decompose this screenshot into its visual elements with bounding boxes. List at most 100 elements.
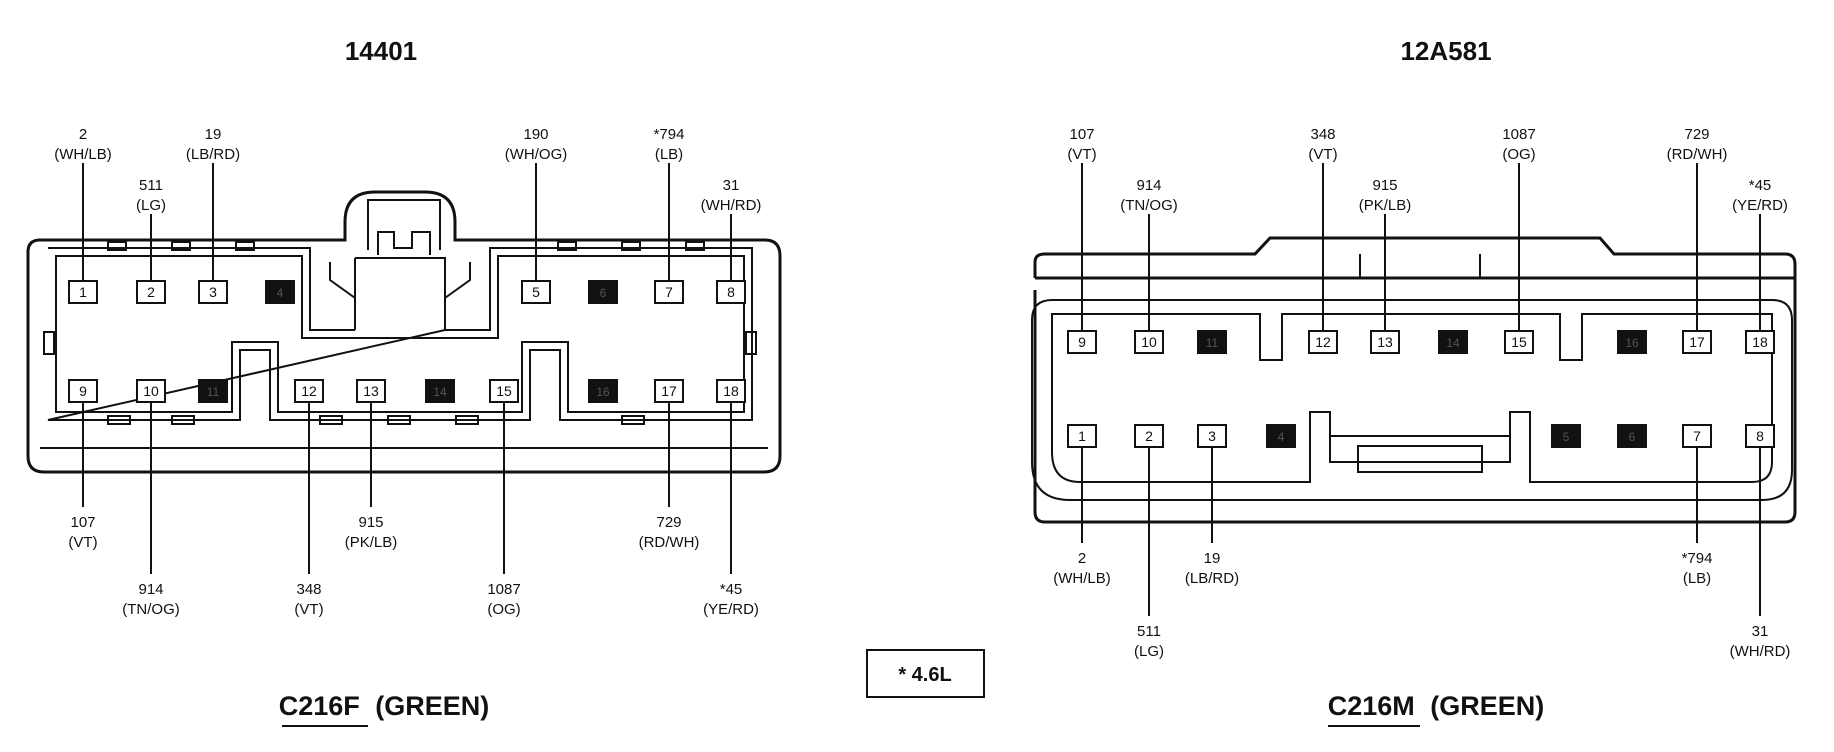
right-circuit-number: *794: [1682, 550, 1713, 567]
right-pin-6: 6: [1617, 424, 1647, 448]
right-pin-3: 3: [1197, 424, 1227, 448]
left-pin-12: 12: [294, 379, 324, 403]
right-wire-color: (WH/RD): [1730, 643, 1791, 660]
right-pin-4: 4: [1266, 424, 1296, 448]
left-connector-part-number: 14401: [345, 36, 417, 66]
right-circuit-number: 31: [1752, 623, 1769, 640]
right-pin-12: 12: [1308, 330, 1338, 354]
right-wire-color: (RD/WH): [1667, 146, 1728, 163]
right-pin-number: 7: [1693, 428, 1701, 444]
right-pin-number: 15: [1511, 334, 1527, 350]
right-circuit-number: 107: [1069, 126, 1094, 143]
left-pin-number: 12: [301, 383, 317, 399]
svg-text:C216F (GREEN): C216F (GREEN): [279, 691, 490, 721]
left-circuit-number: 1087: [487, 581, 520, 598]
right-pin-number: 1: [1078, 428, 1086, 444]
left-pin-11: 11: [198, 379, 228, 403]
right-circuit-number: 915: [1372, 177, 1397, 194]
right-wire-color: (TN/OG): [1120, 197, 1178, 214]
left-pin-number: 18: [723, 383, 739, 399]
right-circuit-number: 914: [1136, 177, 1161, 194]
right-wire-labels: 107(VT)914(TN/OG)348(VT)915(PK/LB)1087(O…: [1053, 126, 1790, 660]
right-pin-number: 12: [1315, 334, 1331, 350]
right-wire-color: (WH/LB): [1053, 570, 1111, 587]
left-pin-number: 14: [433, 385, 447, 399]
left-wire-leads: [82, 163, 732, 574]
left-connector-color: (GREEN): [375, 691, 489, 721]
left-pin-2: 2: [136, 280, 166, 304]
left-circuit-number: 348: [296, 581, 321, 598]
right-wire-leads: [1081, 163, 1761, 616]
left-circuit-number: 2: [79, 126, 87, 143]
left-pin-number: 15: [496, 383, 512, 399]
left-circuit-number: 511: [139, 177, 163, 194]
left-pin-9: 9: [68, 379, 98, 403]
left-pin-8: 8: [716, 280, 746, 304]
right-pin-number: 9: [1078, 334, 1086, 350]
left-wire-labels: 2(WH/LB)511(LG)19(LB/RD)190(WH/OG)*794(L…: [54, 126, 761, 618]
right-pin-number: 8: [1756, 428, 1764, 444]
left-pin-number: 17: [661, 383, 677, 399]
engine-note: * 4.6L: [898, 664, 951, 686]
right-pin-number: 6: [1629, 430, 1636, 444]
left-pin-number: 9: [79, 383, 87, 399]
left-wire-color: (LB/RD): [186, 146, 240, 163]
right-connector-part-number: 12A581: [1400, 36, 1491, 66]
left-circuit-number: *45: [720, 581, 743, 598]
left-pin-15: 15: [489, 379, 519, 403]
right-wire-color: (LG): [1134, 643, 1164, 660]
right-circuit-number: 348: [1310, 126, 1335, 143]
right-connector-color: (GREEN): [1430, 691, 1544, 721]
right-wire-color: (PK/LB): [1359, 197, 1412, 214]
right-pin-16: 16: [1617, 330, 1647, 354]
left-pin-number: 1: [79, 284, 87, 300]
left-wire-color: (TN/OG): [122, 601, 180, 618]
left-circuit-number: 31: [723, 177, 740, 194]
left-wire-color: (VT): [68, 534, 97, 551]
right-pin-number: 18: [1752, 334, 1768, 350]
left-circuit-number: 190: [523, 126, 548, 143]
right-wire-color: (VT): [1067, 146, 1096, 163]
left-pin-number: 5: [532, 284, 540, 300]
left-circuit-number: 915: [358, 514, 383, 531]
right-pin-number: 10: [1141, 334, 1157, 350]
right-circuit-number: 729: [1684, 126, 1709, 143]
left-pin-17: 17: [654, 379, 684, 403]
left-pin-10: 10: [136, 379, 166, 403]
right-connector-caption: C216M (GREEN): [1328, 691, 1544, 727]
left-pin-7: 7: [654, 280, 684, 304]
right-pin-14: 14: [1438, 330, 1468, 354]
left-pin-number: 16: [596, 385, 610, 399]
right-pin-number: 16: [1625, 336, 1639, 350]
right-pin-7: 7: [1682, 424, 1712, 448]
left-wire-color: (VT): [294, 601, 323, 618]
right-pin-number: 3: [1208, 428, 1216, 444]
left-pin-number: 8: [727, 284, 735, 300]
right-pin-number: 17: [1689, 334, 1705, 350]
engine-note-box: [866, 649, 985, 698]
left-pin-4: 4: [265, 280, 295, 304]
left-circuit-number: 19: [205, 126, 222, 143]
left-wire-color: (PK/LB): [345, 534, 398, 551]
right-pin-11: 11: [1197, 330, 1227, 354]
left-connector-caption: C216F (GREEN): [279, 691, 490, 727]
right-circuit-number: 19: [1204, 550, 1221, 567]
left-pin-number: 13: [363, 383, 379, 399]
left-pin-1: 1: [68, 280, 98, 304]
right-pin-number: 11: [1206, 336, 1219, 350]
left-pin-14: 14: [425, 379, 455, 403]
left-pin-number: 2: [147, 284, 155, 300]
left-pin-number: 11: [207, 385, 220, 399]
right-pin-2: 2: [1134, 424, 1164, 448]
right-pin-number: 4: [1278, 430, 1285, 444]
right-pin-number: 13: [1377, 334, 1393, 350]
left-pin-number: 10: [143, 383, 159, 399]
left-pin-number: 6: [600, 286, 607, 300]
left-pin-13: 13: [356, 379, 386, 403]
left-wire-color: (LG): [136, 197, 166, 214]
right-pin-1: 1: [1067, 424, 1097, 448]
left-pin-number: 7: [665, 284, 673, 300]
